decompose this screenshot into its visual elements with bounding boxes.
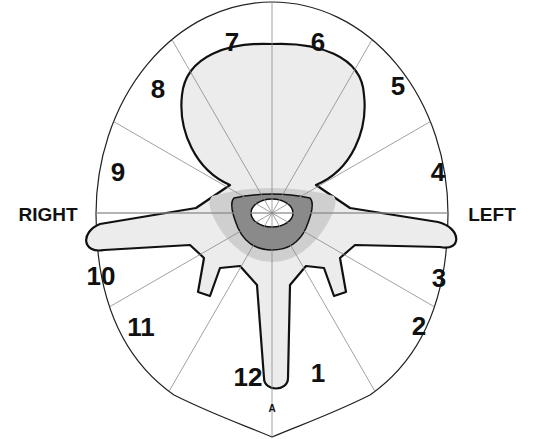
callout-number: 8 xyxy=(151,76,165,102)
side-label: LEFT xyxy=(468,205,516,224)
callout-number: 1 xyxy=(311,360,325,386)
side-label: RIGHT xyxy=(18,205,77,224)
callout-number: 12 xyxy=(234,364,263,390)
callout-number: 11 xyxy=(127,314,155,340)
callout-number: 9 xyxy=(111,159,125,185)
callout-number: 5 xyxy=(391,73,405,99)
callout-number: 2 xyxy=(412,313,426,339)
callout-number: 7 xyxy=(225,29,239,55)
callout-number: 6 xyxy=(311,29,325,55)
callout-number: 4 xyxy=(431,159,445,185)
canal-halo xyxy=(210,188,336,262)
callout-number: 3 xyxy=(432,265,446,291)
view-letter: A xyxy=(268,404,275,414)
horizontal-axis xyxy=(96,213,448,214)
callout-number: 10 xyxy=(87,263,116,289)
vertebra-outline xyxy=(86,44,456,389)
